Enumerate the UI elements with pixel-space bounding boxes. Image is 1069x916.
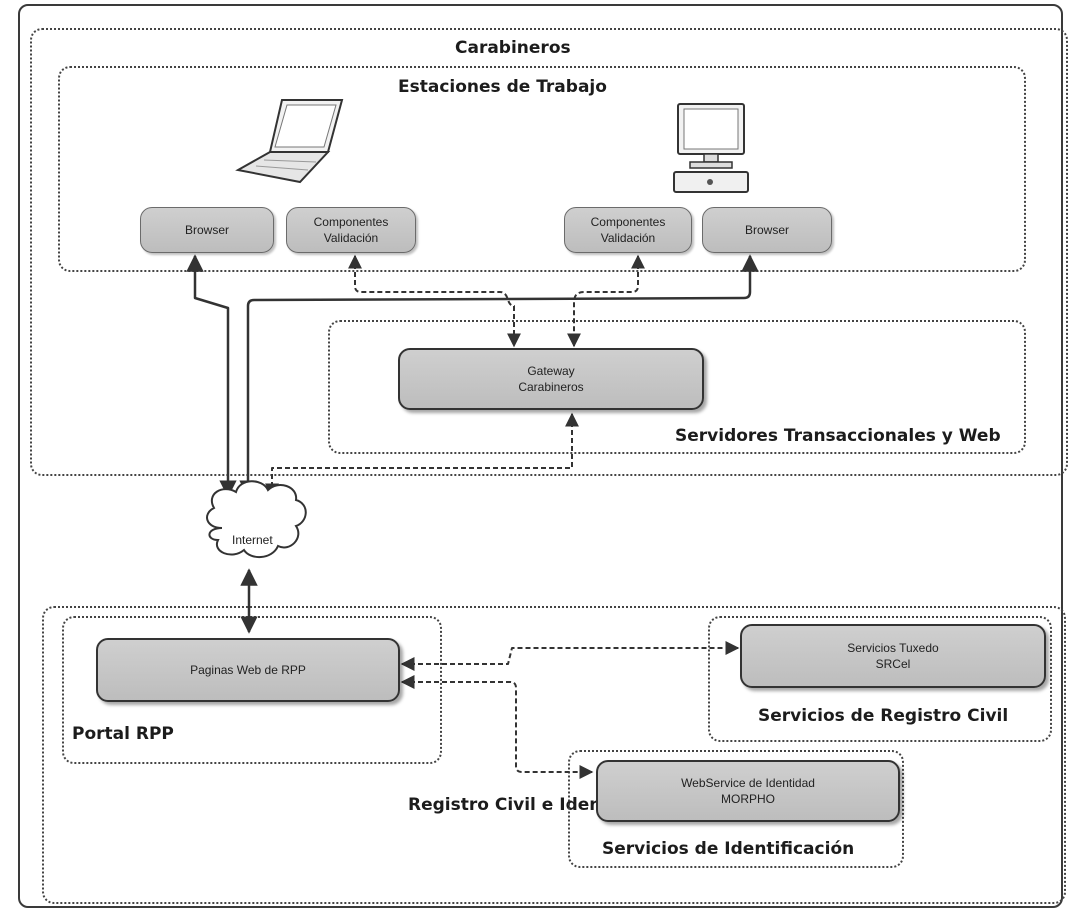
componentes-validacion-left-label: Componentes Validación (313, 214, 389, 245)
browser-right-node[interactable]: Browser (702, 207, 832, 253)
zone-identificacion-label: Servicios de Identificación (602, 839, 855, 859)
componentes-validacion-left-node[interactable]: Componentes Validación (286, 207, 416, 253)
zone-registro-civil (42, 606, 1066, 904)
webservice-identidad-node[interactable]: WebService de Identidad MORPHO (596, 760, 900, 822)
zone-carabineros-label: Carabineros (455, 38, 571, 58)
zone-servicios-registro-civil (708, 616, 1052, 742)
zone-servicios-identificacion (568, 750, 904, 868)
link-left-browser-internet (186, 254, 237, 498)
internet-label: Internet (232, 533, 273, 547)
zone-estaciones-label: Estaciones de Trabajo (398, 77, 607, 97)
browser-left-node[interactable]: Browser (140, 207, 274, 253)
paginas-web-rpp-label: Paginas Web de RPP (190, 662, 306, 677)
link-paginas-tuxedo (400, 641, 740, 671)
gateway-carabineros-node[interactable]: Gateway Carabineros (398, 348, 704, 410)
link-comp-left-gateway (348, 254, 521, 348)
laptop-icon (235, 99, 344, 184)
servicios-tuxedo-node[interactable]: Servicios Tuxedo SRCel (740, 624, 1046, 688)
link-gateway-internet (265, 412, 579, 498)
desktop-computer-icon (673, 103, 749, 193)
paginas-web-rpp-node[interactable]: Paginas Web de RPP (96, 638, 400, 702)
gateway-carabineros-label: Gateway Carabineros (518, 363, 584, 394)
webservice-identidad-label: WebService de Identidad MORPHO (681, 775, 815, 806)
zone-srcivil-label: Servicios de Registro Civil (758, 706, 1009, 726)
componentes-validacion-right-label: Componentes Validación (590, 214, 666, 245)
cloud-icon (206, 480, 307, 558)
browser-left-label: Browser (184, 222, 229, 237)
servicios-tuxedo-label: Servicios Tuxedo SRCel (847, 640, 939, 671)
link-paginas-webservice (400, 675, 594, 779)
componentes-validacion-right-node[interactable]: Componentes Validación (564, 207, 692, 253)
zone-portal-label: Portal RPP (72, 724, 174, 744)
link-comp-right-gateway (567, 254, 645, 348)
diagram-frame (18, 4, 1063, 908)
browser-right-label: Browser (744, 222, 789, 237)
